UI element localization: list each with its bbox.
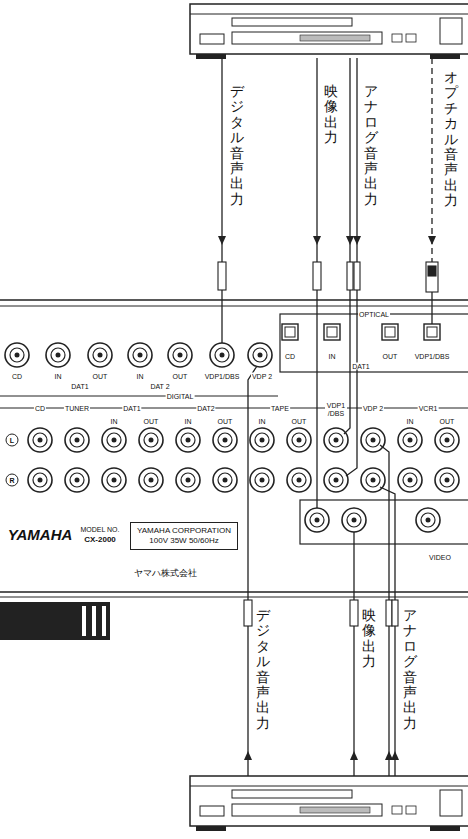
jack-label: OUT [439, 418, 456, 425]
plugs [218, 262, 438, 626]
jack-label: VDP1/DBS [204, 373, 241, 380]
jack-label: OUT [382, 353, 399, 360]
section-label: DIGITAL [166, 393, 195, 400]
channel-mark: R [9, 477, 14, 484]
nameplate-text: 100V 35W 50/60Hz [137, 536, 231, 546]
jack-label: CD [284, 353, 296, 360]
brand-name: YAMAHA [8, 527, 73, 542]
cable-label: 映像出力 [362, 608, 376, 670]
jack-label: IN [54, 373, 63, 380]
jack-label: DAT1 [122, 405, 141, 412]
jack-label: VCR1 [418, 405, 439, 412]
jack-label: OUT [143, 418, 160, 425]
jack-label: TAPE [270, 405, 290, 412]
panel-foot [0, 602, 110, 640]
optical-jacks [282, 324, 440, 340]
jack-label: DAT1 [70, 383, 89, 390]
jack-label: DAT2 [196, 405, 215, 412]
channel-mark: L [10, 437, 14, 444]
model-number: CX-2000 [84, 536, 116, 544]
cable-label: オプチカル音声出力 [444, 70, 458, 209]
section-label: VIDEO [428, 554, 452, 561]
jack-label: VDP1/DBS [414, 353, 451, 360]
nameplate-box: YAMAHA CORPORATION100V 35W 50/60Hz [130, 522, 238, 550]
nameplate-text: YAMAHA CORPORATION [137, 526, 231, 536]
jack-label: IN [184, 418, 193, 425]
jack-label: IN [328, 353, 337, 360]
analog-jacks [28, 428, 459, 492]
jack-label: IN [136, 373, 145, 380]
jack-label: CD [11, 373, 23, 380]
video-jacks [305, 508, 440, 532]
section-label: OPTICAL [358, 311, 390, 318]
cable-label: アナログ音声出力 [364, 84, 378, 207]
jack-label: IN [258, 418, 267, 425]
jack-label: VDP 2 [362, 405, 384, 412]
source-device [190, 4, 468, 59]
jack-label: TUNER [64, 405, 90, 412]
jack-label: OUT [92, 373, 109, 380]
jack-label: DAT1 [351, 363, 370, 370]
jack-label: IN [110, 418, 119, 425]
jack-label: VDP 2 [251, 373, 273, 380]
digital-jacks [5, 343, 272, 367]
cable-label: アナログ音声出力 [403, 608, 417, 731]
jack-label: IN [406, 418, 415, 425]
source-device [190, 776, 468, 831]
flow-arrows [218, 236, 436, 760]
rear-panel [0, 300, 468, 597]
jack-label: VDP1 /DBS [325, 402, 347, 417]
maker-name: ヤマハ株式会社 [134, 569, 197, 578]
jack-label: CD [34, 405, 46, 412]
cables [222, 58, 432, 776]
jack-label: OUT [217, 418, 234, 425]
jack-label: OUT [172, 373, 189, 380]
cable-label: デジタル音声出力 [256, 608, 270, 731]
model-label: MODEL NO. [79, 526, 120, 533]
jack-label: DAT 2 [149, 383, 170, 390]
jack-label: OUT [291, 418, 308, 425]
cable-label: 映像出力 [324, 84, 338, 146]
cable-label: デジタル音声出力 [230, 84, 244, 207]
